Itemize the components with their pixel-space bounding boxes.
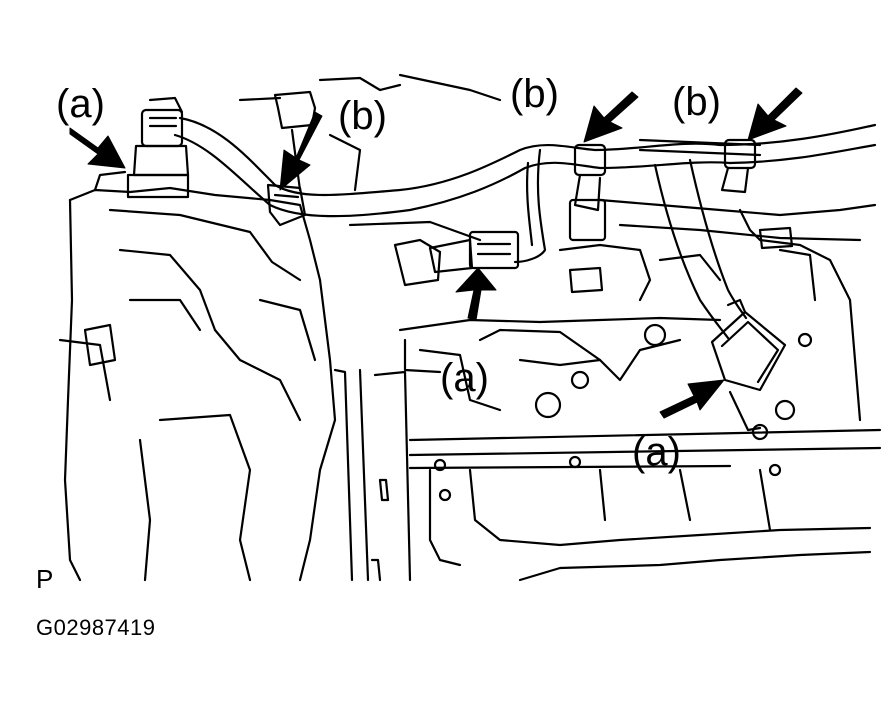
connector-top-left <box>126 96 190 199</box>
callout-b-right: (b) <box>672 80 721 124</box>
callout-b-left: (b) <box>338 94 387 138</box>
view-marker: P <box>36 564 54 594</box>
callout-b-center: (b) <box>510 72 559 116</box>
connector-center <box>428 230 520 274</box>
callout-a-right: (a) <box>632 430 681 474</box>
callout-a-center: (a) <box>440 356 489 400</box>
callout-a-top-left: (a) <box>56 82 105 126</box>
figure-code: G02987419 <box>36 615 156 640</box>
clamp-center <box>568 143 607 242</box>
connector-right <box>710 298 787 432</box>
pointer-arrows <box>69 87 803 419</box>
clamp-left <box>266 183 307 227</box>
arrow-to-clamp-left <box>279 111 323 191</box>
arrow-to-connector-center <box>455 267 497 321</box>
arrow-to-clamp-center <box>583 91 639 143</box>
clamp-right <box>720 138 757 194</box>
arrow-to-clamp-right <box>747 87 803 141</box>
arrow-to-connector-right <box>659 379 725 419</box>
arrow-to-connector-top-left <box>69 127 126 169</box>
engine-block-outline <box>58 73 882 582</box>
